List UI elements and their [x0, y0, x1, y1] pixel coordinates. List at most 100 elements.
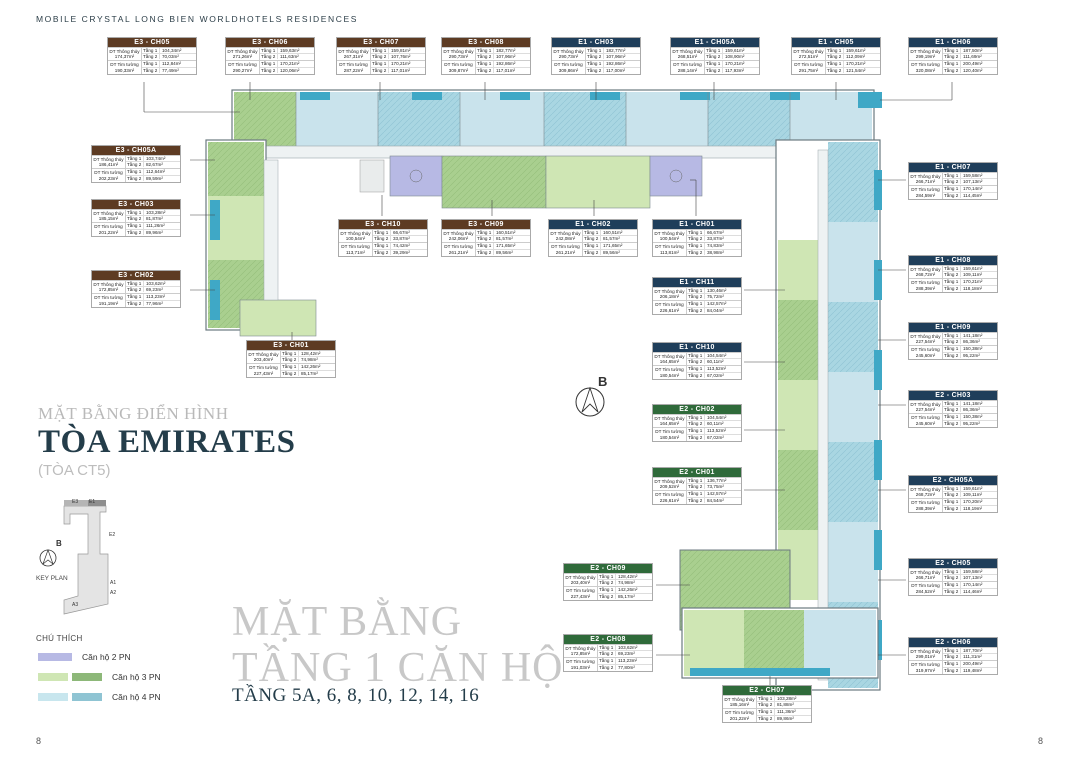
net-area-label: DT Thông thủy	[550, 231, 581, 236]
gross-floor2-value: 121,54m²	[846, 67, 866, 73]
net-area-total: 206,18m²	[659, 294, 680, 300]
gross-area-total: 180,54m²	[659, 372, 680, 378]
net-floor1-value: 128,42m²	[618, 574, 638, 579]
floor1-label: Tầng 1	[826, 61, 844, 67]
net-floor2-value: 75,72m²	[707, 294, 724, 300]
net-floor1-value: 66,67m²	[393, 230, 410, 235]
net-floor1-value: 103,28m²	[146, 210, 166, 215]
floor1-label: Tầng 1	[943, 486, 961, 492]
compass-label: B	[574, 374, 610, 418]
net-area-total: 267,31m²	[343, 54, 364, 60]
gross-floor2-value: 117,00m²	[606, 67, 626, 73]
net-floor2-value: 109,11m²	[963, 272, 983, 278]
legend-label: Căn hộ 3 PN	[112, 672, 161, 682]
net-floor2-value: 81,87m²	[146, 216, 163, 222]
net-area-label: DT Thông thủy	[443, 231, 474, 236]
floor2-label: Tầng 2	[598, 664, 616, 670]
unit-card-title: E3 - CH10	[339, 220, 427, 229]
floor2-label: Tầng 2	[943, 285, 961, 291]
net-area-total: 209,52m²	[659, 484, 680, 490]
floor2-label: Tầng 2	[126, 229, 144, 235]
north-arrow-icon	[575, 386, 605, 417]
page-number-left: 8	[36, 736, 42, 746]
net-floor1-value: 187,70m²	[963, 648, 983, 653]
net-area-total: 203,40m²	[253, 357, 274, 363]
net-floor2-value: 107,96m²	[496, 54, 516, 60]
net-area-label: DT Thông thủy	[654, 479, 685, 484]
floor2-label: Tầng 2	[476, 249, 494, 255]
net-floor2-value: 108,90m²	[725, 54, 745, 60]
net-floor2-value: 107,13m²	[963, 179, 983, 185]
net-floor2-value: 33,87m²	[707, 236, 724, 242]
net-area-total: 203,40m²	[570, 580, 591, 586]
unit-card-title: E1 - CH01	[653, 220, 741, 229]
net-floor1-value: 159,63m²	[280, 48, 300, 53]
net-floor1-value: 159,58m²	[963, 173, 983, 178]
gross-floor1-value: 113,52m²	[707, 428, 727, 434]
gross-floor1-value: 170,21m²	[391, 61, 411, 67]
floor2-label: Tầng 2	[943, 420, 961, 426]
unit-card-title: E3 - CH06	[226, 38, 314, 47]
floor2-label: Tầng 2	[126, 216, 144, 222]
floor1-label: Tầng 1	[126, 294, 144, 300]
floor-list: TẦNG 5A, 6, 8, 10, 12, 14, 16	[232, 685, 480, 706]
gross-area-label: DT Tim tường	[911, 62, 940, 68]
floor2-label: Tầng 2	[583, 236, 601, 242]
gross-area-total: 288,39m²	[915, 285, 936, 291]
floor2-label: Tầng 2	[586, 54, 604, 60]
floor2-label: Tầng 2	[373, 249, 391, 255]
floor2-label: Tầng 2	[687, 421, 705, 427]
gross-floor2-value: 85,17m²	[301, 370, 318, 376]
net-area-label: DT Thông thủy	[553, 49, 584, 54]
